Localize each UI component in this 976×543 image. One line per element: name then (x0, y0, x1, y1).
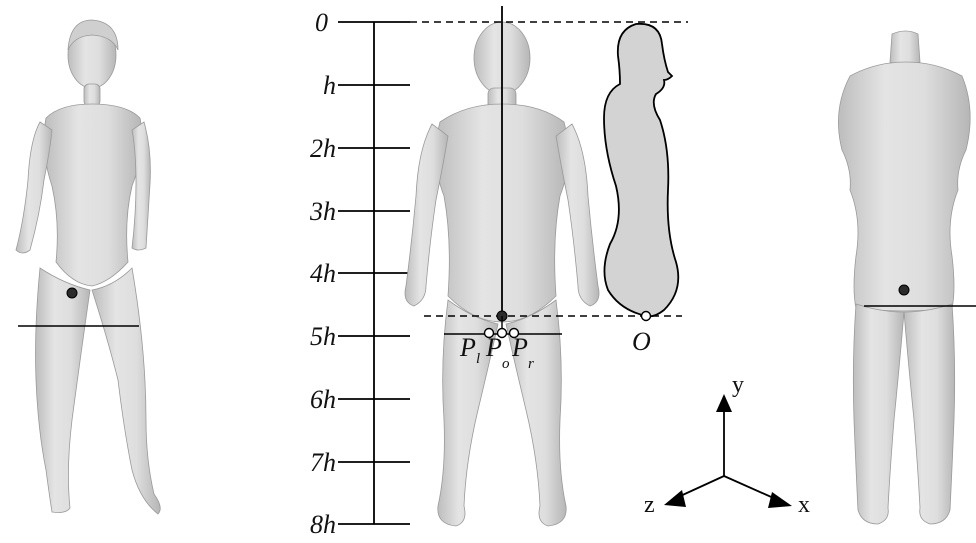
right-figure-crotch-marker (899, 285, 909, 295)
point-right-label: P (511, 333, 528, 362)
mannequin-torso (838, 62, 970, 311)
left-figure-arm-right (16, 122, 52, 253)
mannequin-leg-left (904, 304, 955, 524)
scale-label-6: 6h (310, 385, 336, 414)
z-axis-label: z (644, 492, 655, 518)
y-axis-label: y (732, 372, 744, 398)
scale-label-1: h (323, 71, 336, 100)
right-mannequin-figure (838, 31, 970, 524)
scale-label-2: 2h (310, 134, 336, 163)
left-figure-arm-left (132, 122, 150, 250)
point-origin-label: P (485, 333, 502, 362)
silhouette-origin-label: O (632, 327, 651, 356)
mannequin-neck (890, 31, 920, 66)
point-origin-subscript: o (502, 356, 510, 372)
left-figure-leg-right (36, 268, 91, 513)
z-axis-arrow-icon (664, 490, 686, 507)
left-figure-leg-left (92, 268, 160, 514)
scale-label-7: 7h (310, 448, 336, 477)
scale-label-4: 4h (310, 259, 336, 288)
center-figure-arm-right (405, 124, 448, 306)
scale-label-5: 5h (310, 322, 336, 351)
center-figure-arm-left (556, 124, 599, 306)
x-axis-arrow-icon (768, 492, 792, 508)
point-left-label: P (459, 333, 476, 362)
silhouette-origin-marker (642, 312, 651, 321)
x-axis-label: x (798, 492, 810, 518)
side-profile-silhouette (604, 24, 678, 317)
left-figure-crotch-marker (67, 288, 77, 298)
left-figure-neck (84, 84, 100, 106)
left-female-figure (16, 20, 160, 514)
x-axis-line (724, 476, 778, 500)
height-scale (338, 22, 410, 524)
point-right-subscript: r (528, 356, 534, 372)
y-axis-arrow-icon (716, 394, 732, 412)
mannequin-leg-right (853, 304, 904, 524)
z-axis-line (676, 476, 724, 498)
scale-labels: 0 h 2h 3h 4h 5h 6h 7h 8h (309, 8, 336, 539)
coordinate-axes (664, 394, 792, 508)
point-left-subscript: l (476, 351, 480, 367)
left-figure-torso (44, 104, 142, 286)
scale-label-8: 8h (310, 510, 336, 539)
scale-label-3: 3h (309, 197, 336, 226)
scale-label-0: 0 (315, 8, 328, 37)
